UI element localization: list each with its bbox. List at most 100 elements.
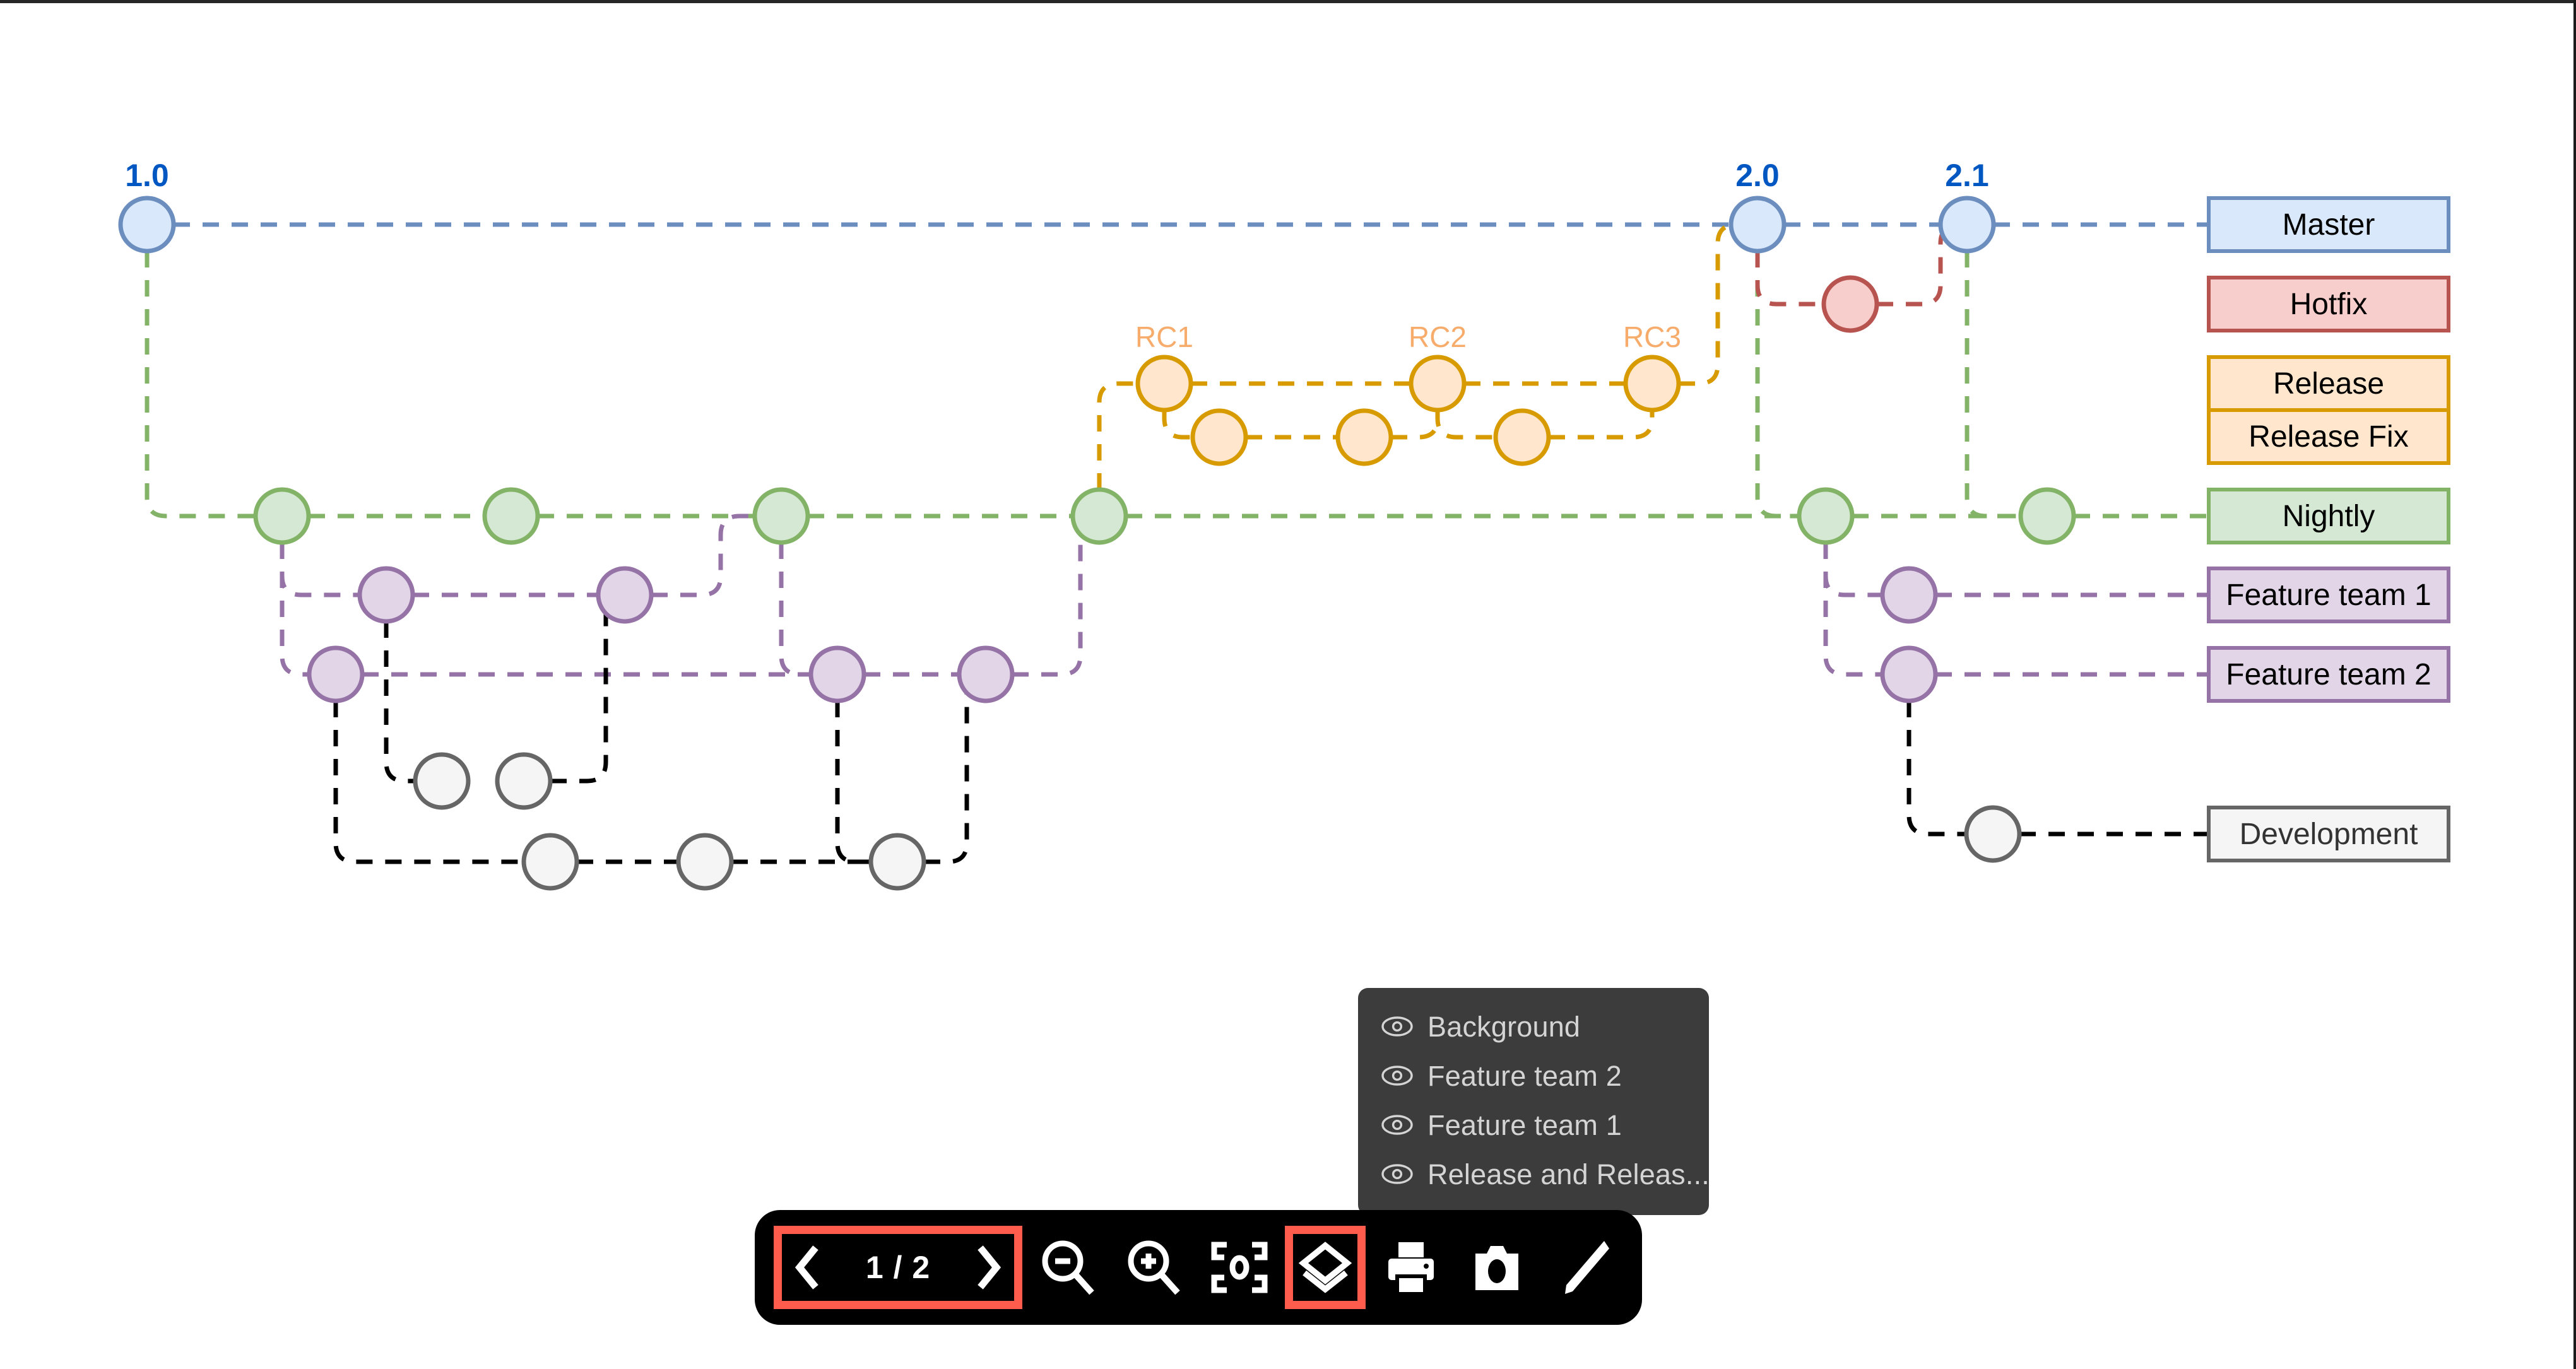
node-feature2-c[interactable] [957, 645, 1015, 703]
node-dev-5[interactable] [868, 833, 926, 891]
node-master-2-1[interactable] [1938, 196, 1996, 254]
commit-nodes [118, 196, 2076, 891]
page-navigator[interactable]: 1 / 2 [774, 1226, 1022, 1309]
layer-row-background[interactable]: Background [1358, 1002, 1709, 1051]
window-top-edge [0, 0, 2576, 3]
layer-label: Feature team 1 [1427, 1108, 1622, 1141]
edge-master21-to-nightly [1964, 251, 2021, 519]
camera-icon[interactable] [1464, 1235, 1530, 1300]
node-releasefix-3[interactable] [1493, 408, 1551, 466]
layers-button[interactable] [1285, 1226, 1366, 1309]
lane-legend-hotfix-label: Hotfix [2290, 288, 2368, 321]
lane-legend-feature-team-2[interactable]: Feature team 2 [2207, 646, 2450, 703]
fit-page-button[interactable] [1199, 1226, 1280, 1309]
layers-panel: Background Feature team 2 Feature team 1… [1358, 988, 1710, 1215]
node-releasefix-1[interactable] [1190, 408, 1248, 466]
edge-f2b-to-dev5 [835, 701, 871, 864]
chevron-left-icon[interactable] [793, 1245, 822, 1290]
chevron-right-icon[interactable] [974, 1245, 1003, 1290]
layers-icon[interactable] [1297, 1239, 1354, 1296]
rc-tag-rc1: RC1 [1135, 320, 1193, 353]
edge-f1a-to-dev1 [384, 621, 415, 784]
layer-row-release-and-release-fix[interactable]: Release and Releas... [1358, 1149, 1710, 1199]
lane-legend-feature-team-1-label: Feature team 1 [2226, 579, 2431, 612]
node-hotfix-1[interactable] [1821, 275, 1879, 333]
page-indicator: 1 / 2 [865, 1250, 931, 1285]
node-feature1-a[interactable] [357, 566, 415, 624]
edge-f2d-to-dev6 [1906, 701, 1966, 837]
version-tag-2-0: 2.0 [1735, 158, 1780, 193]
lane-legend-nightly-label: Nightly [2283, 500, 2375, 533]
rc-tag-rc2: RC2 [1409, 320, 1467, 353]
layer-label: Feature team 2 [1427, 1059, 1622, 1092]
node-feature2-a[interactable] [307, 645, 365, 703]
node-master-1-0[interactable] [118, 196, 176, 254]
eye-icon[interactable] [1381, 1161, 1414, 1187]
node-dev-6[interactable] [1964, 805, 2022, 863]
node-feature2-b[interactable] [808, 645, 866, 703]
eye-icon[interactable] [1381, 1014, 1414, 1039]
lane-legend-hotfix[interactable]: Hotfix [2207, 276, 2450, 332]
screenshot-button[interactable] [1456, 1226, 1537, 1309]
node-nightly-6[interactable] [2018, 487, 2076, 545]
zoom-in-button[interactable] [1113, 1226, 1194, 1309]
pencil-icon[interactable] [1550, 1235, 1616, 1300]
edge-master20-to-nightly [1755, 251, 1799, 519]
edge-relfix3-up-rc3 [1549, 410, 1655, 440]
zoom-out-button[interactable] [1027, 1226, 1108, 1309]
layer-row-feature-team-2[interactable]: Feature team 2 [1358, 1051, 1709, 1100]
zoom-out-icon[interactable] [1035, 1235, 1101, 1300]
version-tag-1-0: 1.0 [125, 158, 169, 193]
edge-dev2-up-f1b [550, 592, 625, 784]
connectors [145, 222, 2209, 864]
edge-rc3-to-master20 [1679, 222, 1737, 386]
fit-page-icon[interactable] [1207, 1235, 1272, 1300]
node-dev-1[interactable] [413, 752, 471, 810]
node-release-rc1[interactable] [1135, 355, 1193, 413]
node-release-rc3[interactable] [1623, 355, 1681, 413]
node-nightly-5[interactable] [1797, 487, 1855, 545]
release-candidate-labels: RC1 RC2 RC3 [1135, 320, 1681, 353]
eye-icon[interactable] [1381, 1063, 1414, 1088]
version-tag-labels: 1.0 2.0 2.1 [125, 158, 1989, 193]
node-feature2-d[interactable] [1880, 645, 1938, 703]
node-nightly-3[interactable] [752, 487, 810, 545]
lane-legend-nightly[interactable]: Nightly [2207, 488, 2450, 544]
lane-legend-release-label: Release [2273, 367, 2384, 401]
edge-rc1-to-relfix1 [1162, 410, 1193, 440]
edge-f2a-to-dev3 [333, 701, 524, 864]
node-feature1-b[interactable] [596, 566, 654, 624]
edge-nightly-to-rc1 [1097, 381, 1138, 490]
lane-legend-development[interactable]: Development [2207, 806, 2450, 862]
node-nightly-4[interactable] [1070, 487, 1128, 545]
lane-legend-release-fix[interactable]: Release Fix [2207, 408, 2450, 465]
window-right-edge [2573, 0, 2576, 1369]
node-nightly-1[interactable] [253, 487, 311, 545]
lane-legend-release-fix-label: Release Fix [2248, 420, 2408, 454]
node-dev-4[interactable] [676, 833, 734, 891]
lane-legend-feature-team-1[interactable]: Feature team 1 [2207, 567, 2450, 623]
print-icon[interactable] [1378, 1235, 1444, 1300]
lane-legend-master[interactable]: Master [2207, 196, 2450, 253]
print-button[interactable] [1371, 1226, 1451, 1309]
node-release-rc2[interactable] [1409, 355, 1467, 413]
zoom-in-icon[interactable] [1121, 1235, 1186, 1300]
node-dev-3[interactable] [521, 833, 579, 891]
edge-master-to-nightly [145, 251, 256, 519]
lane-legend-release[interactable]: Release [2207, 355, 2450, 412]
lane-legend-master-label: Master [2283, 208, 2375, 242]
node-nightly-2[interactable] [482, 487, 540, 545]
node-dev-2[interactable] [495, 752, 553, 810]
lane-legend-feature-team-2-label: Feature team 2 [2226, 658, 2431, 691]
viewer-toolbar: 1 / 2 [755, 1210, 1642, 1325]
edge-nightly5-to-f2d [1823, 543, 1882, 677]
edge-rc2-to-relfix3 [1435, 410, 1496, 440]
node-releasefix-2[interactable] [1335, 408, 1393, 466]
layer-row-feature-team-1[interactable]: Feature team 1 [1358, 1100, 1709, 1149]
node-master-2-0[interactable] [1728, 196, 1787, 254]
node-feature1-c[interactable] [1880, 566, 1938, 624]
edge-relfix2-up-rc2 [1391, 410, 1440, 440]
eye-icon[interactable] [1381, 1112, 1414, 1137]
edit-button[interactable] [1542, 1226, 1623, 1309]
